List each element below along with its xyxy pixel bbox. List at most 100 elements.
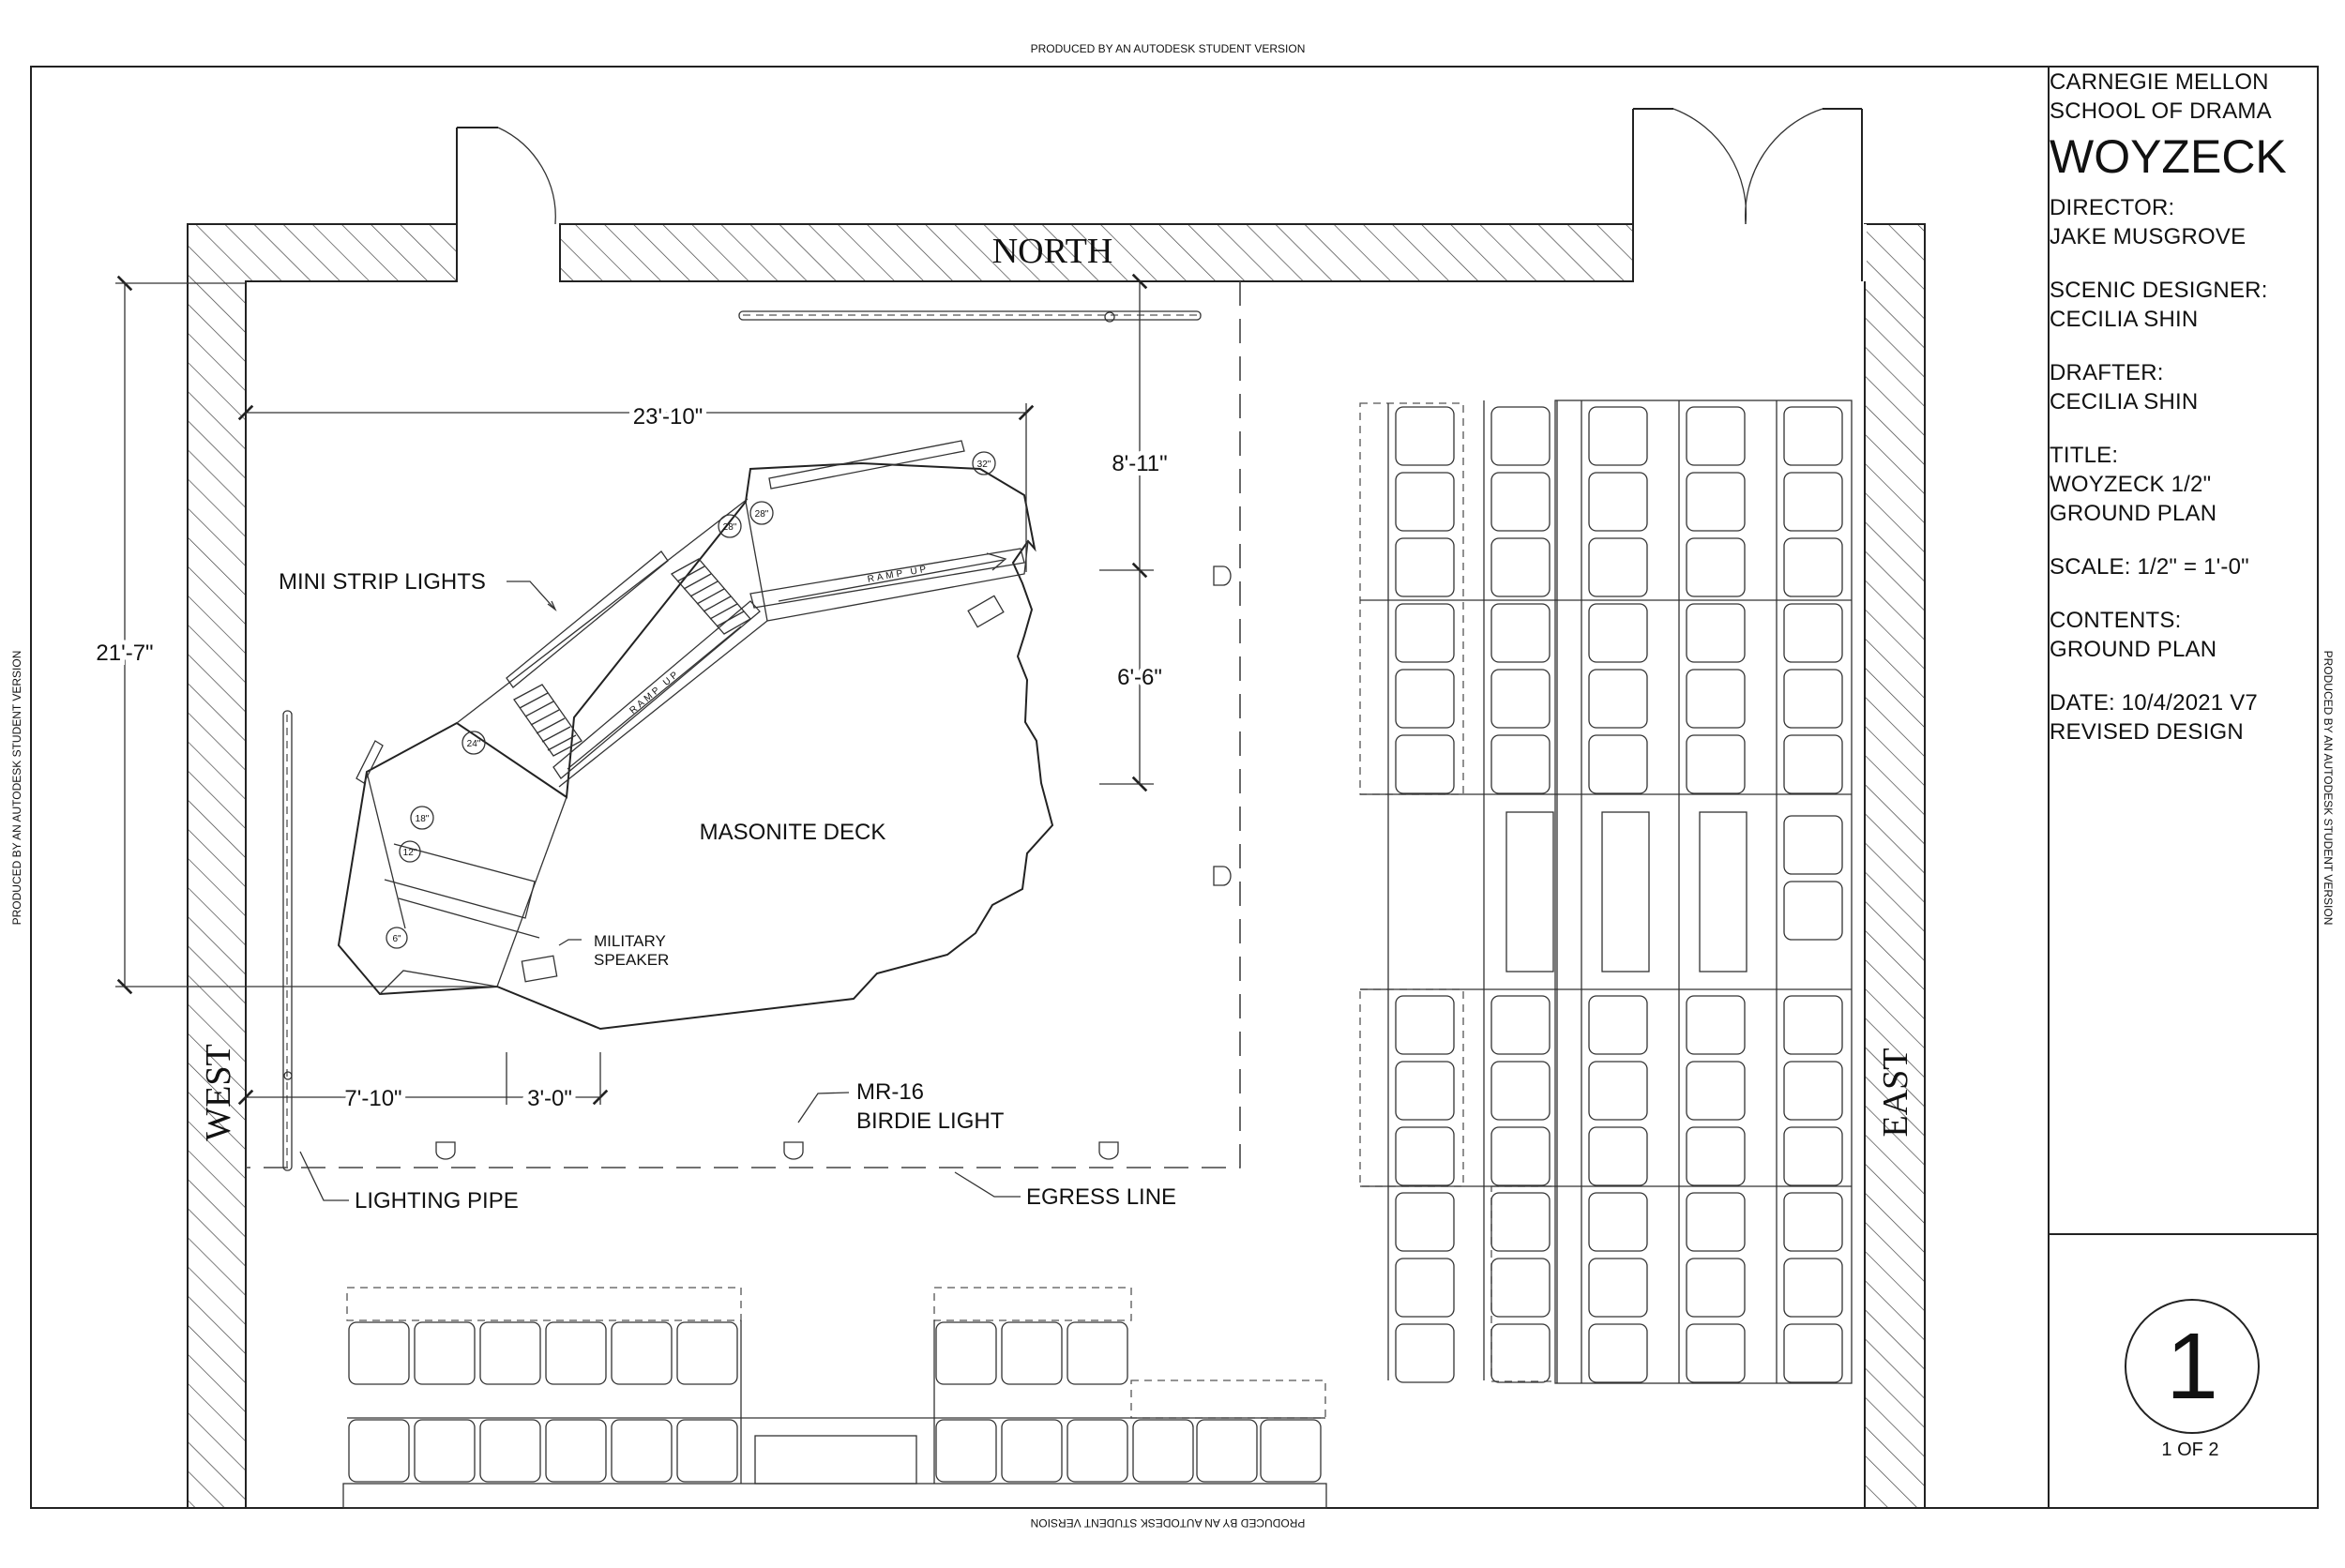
south-seating	[342, 1287, 1327, 1509]
director-label: DIRECTOR:	[2050, 195, 2175, 220]
birdie-lights	[435, 565, 1232, 1160]
doors	[456, 108, 1863, 281]
sheet-title-label: TITLE:	[2050, 443, 2119, 468]
seat	[1783, 406, 1843, 466]
school-line-2: SCHOOL OF DRAMA	[2050, 98, 2272, 124]
seat	[676, 1321, 738, 1385]
height-18: 18"	[416, 814, 430, 824]
dim-west-offset: 7'-10"	[344, 1086, 401, 1111]
seat	[611, 1321, 673, 1385]
seat	[1395, 1323, 1455, 1383]
seat	[545, 1419, 607, 1483]
seat	[1588, 734, 1648, 794]
seat	[1395, 472, 1455, 532]
watermark-right: PRODUCED BY AN AUTODESK STUDENT VERSION	[2322, 651, 2335, 926]
seat	[1490, 472, 1551, 532]
dim-step-width: 3'-0"	[527, 1086, 572, 1111]
seat	[1395, 406, 1455, 466]
theatre-walls	[187, 223, 1926, 1509]
seat	[1588, 1126, 1648, 1186]
show-title: WOYZECK	[2050, 130, 2287, 183]
seat	[1588, 1323, 1648, 1383]
seat	[1490, 734, 1551, 794]
scale: SCALE: 1/2" = 1'-0"	[2050, 554, 2249, 580]
seat	[1686, 603, 1746, 663]
school-line-1: CARNEGIE MELLON	[2050, 69, 2269, 95]
seat	[414, 1321, 476, 1385]
sheet-border	[30, 66, 2319, 1509]
seat	[1196, 1419, 1258, 1483]
seat	[1395, 734, 1455, 794]
title-block: CARNEGIE MELLON SCHOOL OF DRAMA WOYZECK …	[2050, 68, 2322, 771]
seat	[1490, 1061, 1551, 1121]
seat	[348, 1321, 410, 1385]
seat	[935, 1419, 997, 1483]
ramp-up-label-1: RAMP UP	[867, 564, 930, 584]
egress-line	[246, 281, 1241, 1168]
sheet-title-line-2: GROUND PLAN	[2050, 501, 2217, 526]
seat	[1490, 603, 1551, 663]
lighting-pipe-north	[738, 310, 1202, 323]
height-24: 24"	[467, 739, 481, 749]
contents-value: GROUND PLAN	[2050, 637, 2217, 662]
stair-unit-upper	[670, 558, 752, 635]
seat	[1490, 537, 1551, 597]
seat	[1783, 669, 1843, 729]
dimension-deck-width	[237, 403, 1035, 572]
lighting-pipe-label: LIGHTING PIPE	[355, 1188, 519, 1214]
seat	[1588, 995, 1648, 1055]
egress-line-label: EGRESS LINE	[1026, 1184, 1176, 1210]
dim-west-offset-bg: 7'-10"	[344, 1086, 401, 1111]
watermark-left: PRODUCED BY AN AUTODESK STUDENT VERSION	[10, 651, 23, 926]
seat	[1395, 1061, 1455, 1121]
revision: REVISED DESIGN	[2050, 719, 2244, 745]
seat	[1490, 995, 1551, 1055]
watermark-top: PRODUCED BY AN AUTODESK STUDENT VERSION	[1031, 42, 1306, 55]
military-speaker-label-2: SPEAKER	[594, 951, 669, 969]
dimension-upper-gap	[1099, 273, 1154, 579]
seat	[1395, 603, 1455, 663]
seat	[1588, 1061, 1648, 1121]
seat	[1395, 669, 1455, 729]
height-32: 32"	[977, 460, 991, 470]
seat	[1686, 472, 1746, 532]
seat	[1490, 1323, 1551, 1383]
mr16-label-2: BIRDIE LIGHT	[856, 1108, 1005, 1134]
height-12: 12"	[403, 848, 417, 858]
lighting-pipe-west	[282, 710, 293, 1171]
seat	[1067, 1419, 1128, 1483]
watermark-bottom: PRODUCED BY AN AUTODESK STUDENT VERSION	[1031, 1516, 1306, 1530]
seat	[479, 1419, 541, 1483]
seat	[1783, 1192, 1843, 1252]
seat	[1686, 734, 1746, 794]
dim-deck-width: 23'-10"	[633, 404, 703, 430]
scenic-designer-label: SCENIC DESIGNER:	[2050, 278, 2268, 303]
date: DATE: 10/4/2021 V7	[2050, 690, 2258, 716]
seat	[1588, 1258, 1648, 1318]
height-28b: 28"	[723, 522, 737, 533]
sheet-number: 1	[2125, 1299, 2260, 1434]
seat	[1783, 881, 1843, 941]
seat	[1783, 603, 1843, 663]
seat	[1490, 1192, 1551, 1252]
seat	[1588, 1192, 1648, 1252]
seat	[1686, 406, 1746, 466]
seat	[1395, 995, 1455, 1055]
seat	[1783, 537, 1843, 597]
platform-height-markers: 32" 28" 28" 24" 18" 12" 6"	[386, 451, 996, 949]
seat	[1067, 1321, 1128, 1385]
east-wall	[1864, 223, 1926, 1509]
dimension-depth	[115, 275, 497, 995]
east-seating	[1359, 400, 1853, 1384]
height-6: 6"	[392, 934, 401, 944]
seat	[1490, 669, 1551, 729]
dim-depth: 21'-7"	[96, 641, 153, 666]
seat	[1686, 1061, 1746, 1121]
seat	[1686, 1192, 1746, 1252]
seat	[1783, 815, 1843, 875]
seat	[1490, 1258, 1551, 1318]
seat	[1490, 406, 1551, 466]
seat	[348, 1419, 410, 1483]
military-speaker-symbol	[521, 955, 558, 983]
